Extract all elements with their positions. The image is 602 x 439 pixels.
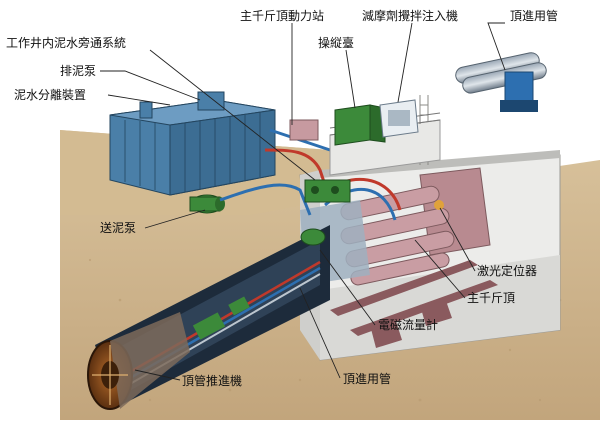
lubricant-injector [379,99,419,138]
main-jack-power-station [289,119,319,141]
label-laser-positioner: 激光定位器 [477,263,537,278]
laser-positioner-icon [434,200,444,210]
discharge-pump [300,228,326,246]
label-jacking-pipe-bottom: 頂進用管 [343,371,391,386]
main-jack-frame [340,167,491,286]
label-tbm: 頂管推進機 [182,373,242,388]
shaft-bypass-valves [304,179,351,203]
label-jacking-pipe-top: 頂進用管 [510,8,558,23]
leader-lines [100,22,506,381]
feed-pump [189,194,225,214]
label-slurry-separator: 泥水分離裝置 [14,88,86,102]
labels: 主千斤頂動力站 減摩劑攪拌注入機 頂進用管 工作井内泥水旁通系統 操縦臺 排泥泵… [6,8,558,388]
label-shaft-slurry-bypass: 工作井内泥水旁通系統 [6,35,126,50]
label-control-booth: 操縦臺 [318,35,354,50]
label-feed-pump: 送泥泵 [100,220,136,235]
label-main-jack: 主千斤頂 [467,291,515,305]
jacking-pipes-stack [455,52,547,112]
control-booth [334,104,386,146]
label-main-jack-power-station: 主千斤頂動力站 [240,9,324,23]
slurry-separator [109,91,276,196]
label-em-flowmeter: 電磁流量計 [378,317,438,332]
label-discharge-pump: 排泥泵 [60,64,96,78]
label-lubricant-injector: 減摩劑攪拌注入機 [362,8,458,23]
tunnel [87,225,330,410]
